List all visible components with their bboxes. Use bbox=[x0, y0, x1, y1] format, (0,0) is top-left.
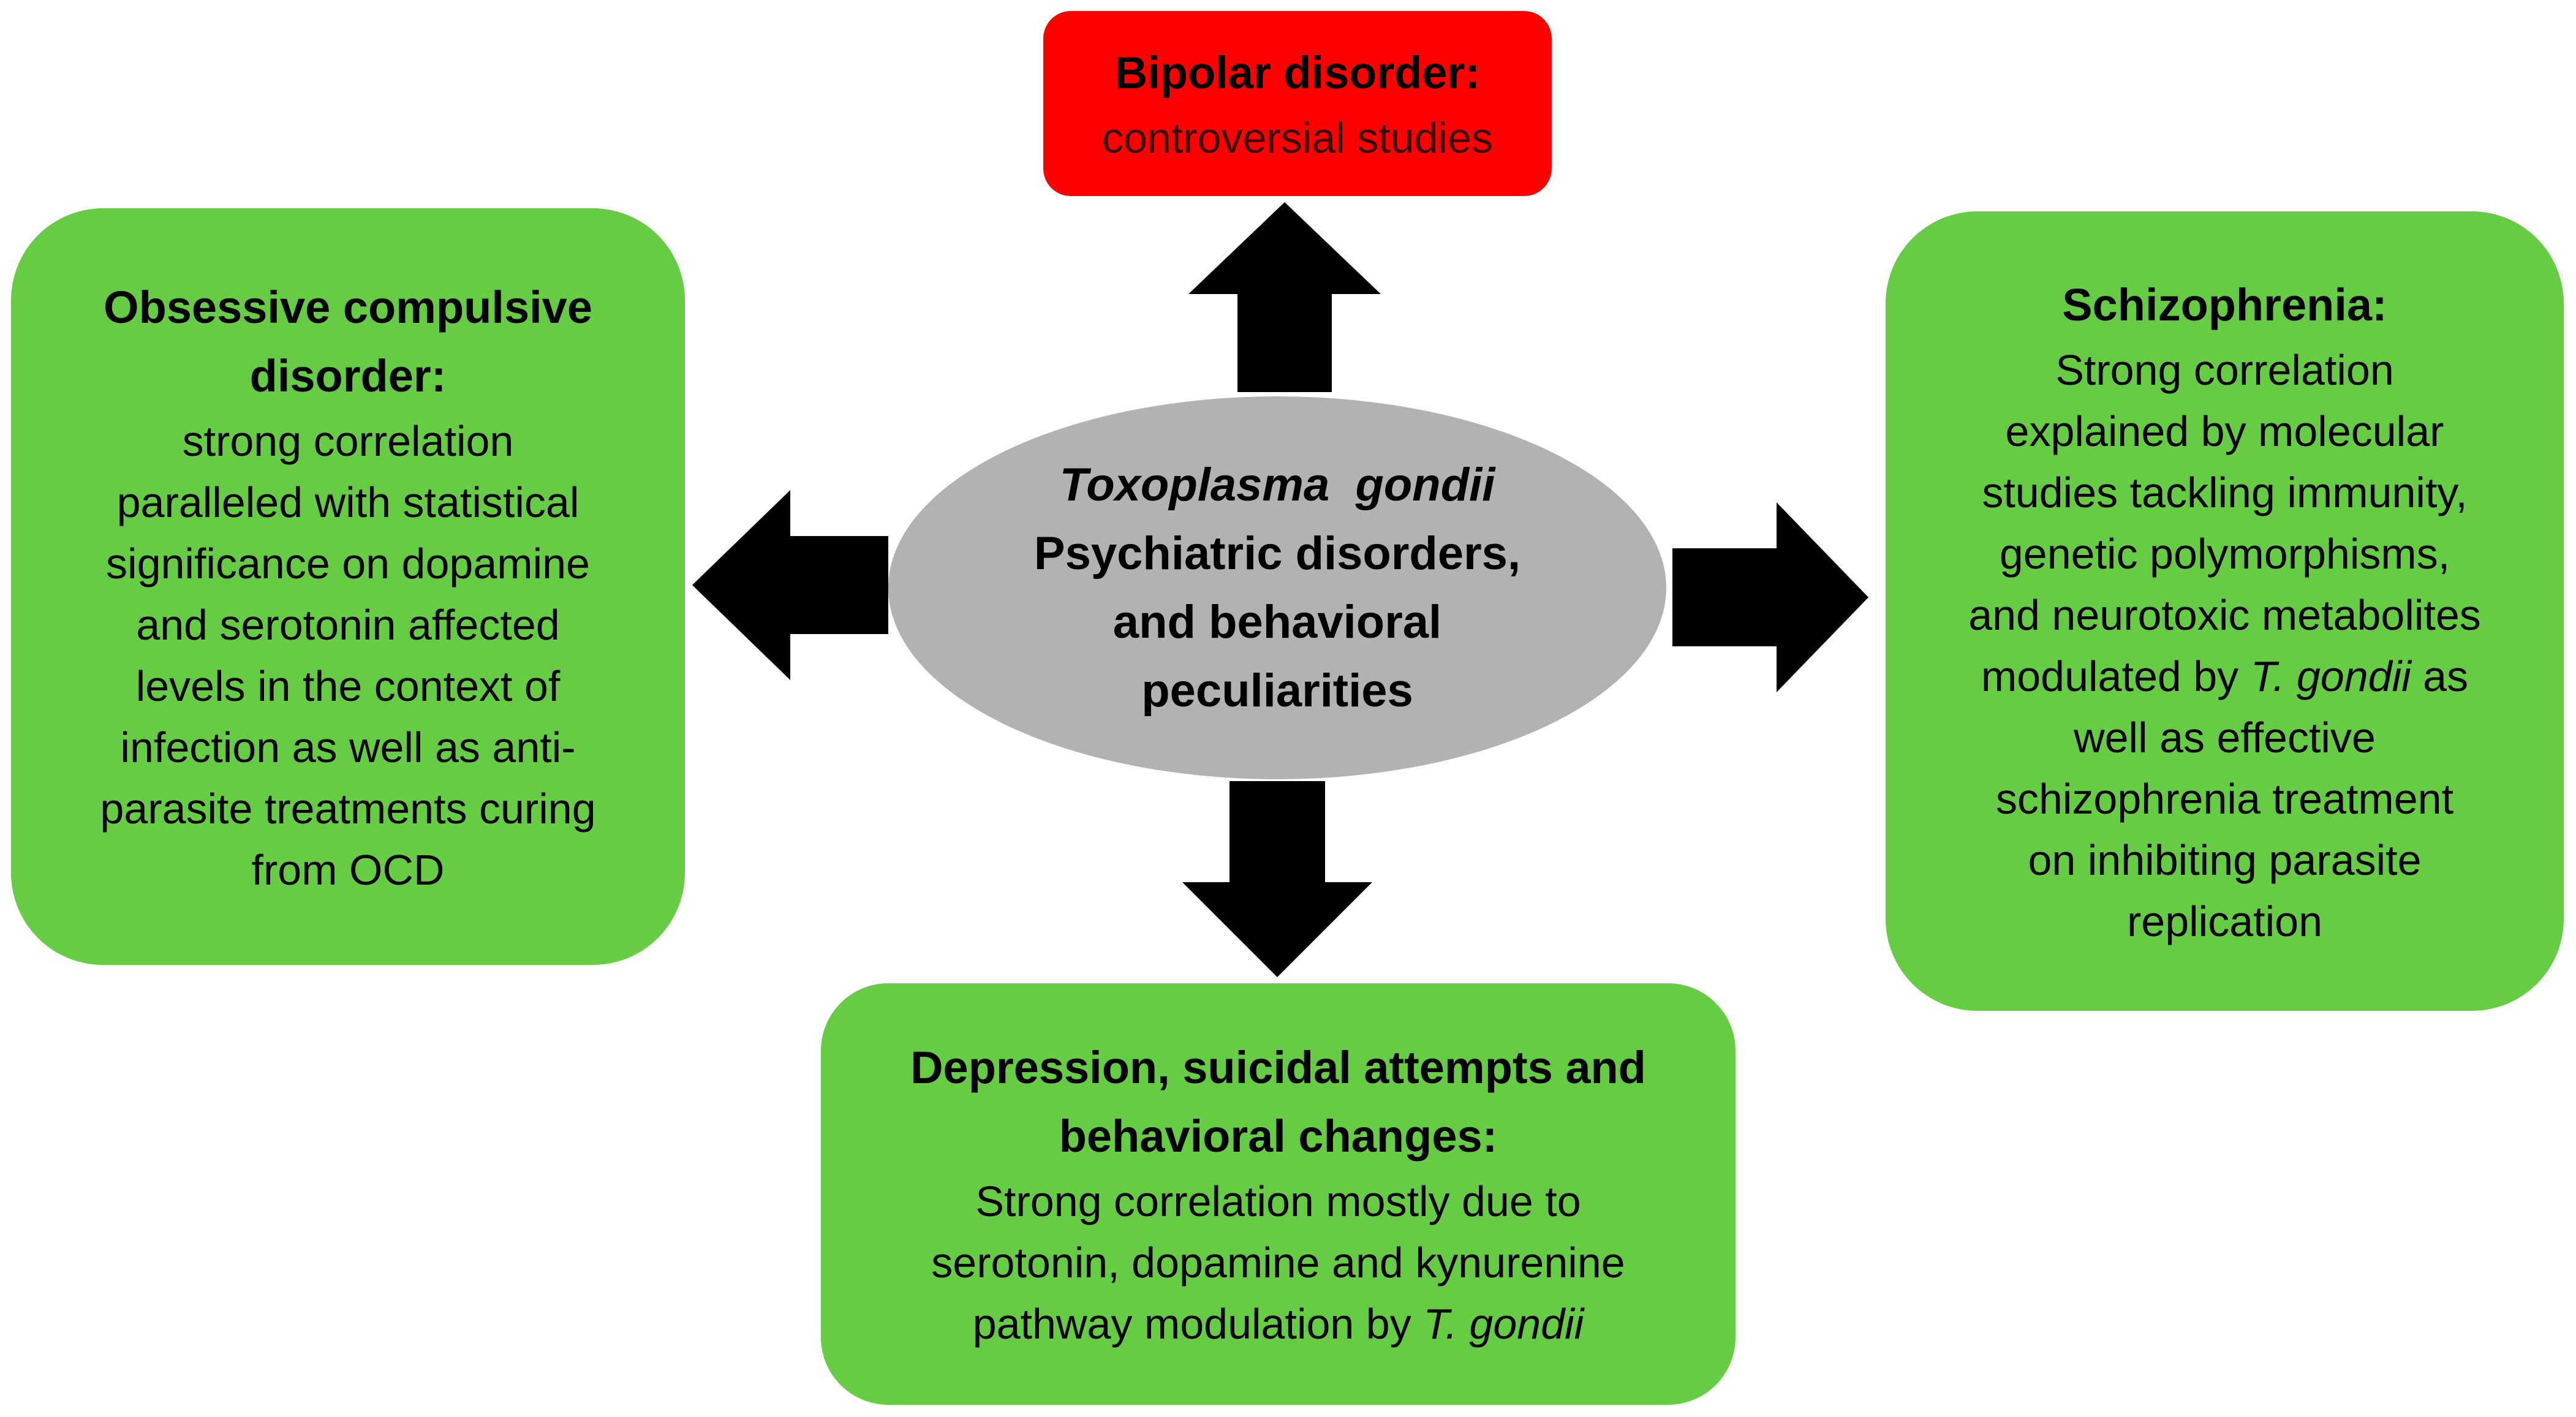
ocd-box: Obsessive compulsive disorder: strong co… bbox=[11, 208, 685, 965]
arrow-down bbox=[1182, 781, 1372, 977]
center-line: Psychiatric disorders, bbox=[1033, 527, 1521, 580]
arrow-left bbox=[692, 490, 888, 680]
center-line: and behavioral bbox=[1112, 595, 1442, 648]
schizophrenia-body-line: replication bbox=[2126, 897, 2323, 945]
ocd-body-line: levels in the context of bbox=[135, 662, 561, 710]
ocd-body-line: paralleled with statistical bbox=[116, 478, 580, 526]
ocd-body-line: parasite treatments curing bbox=[100, 784, 596, 833]
bipolar-box: Bipolar disorder: controversial studies bbox=[1043, 11, 1552, 196]
species-name: T. gondii bbox=[1423, 1300, 1584, 1348]
bipolar-body: controversial studies bbox=[1101, 114, 1494, 162]
depression-box: Depression, suicidal attempts and behavi… bbox=[821, 983, 1736, 1405]
ocd-title-line: Obsessive compulsive bbox=[104, 281, 592, 333]
ocd-body-line: infection as well as anti- bbox=[120, 723, 576, 771]
bipolar-title: Bipolar disorder: bbox=[1114, 47, 1481, 98]
depression-body-line-last: pathway modulation by T. gondii bbox=[973, 1293, 1584, 1355]
arrow-right bbox=[1672, 502, 1868, 692]
schizophrenia-body-line: and neurotoxic metabolites bbox=[1968, 591, 2481, 639]
schizophrenia-body-line: studies tackling immunity, bbox=[1982, 468, 2468, 516]
species-name: T. gondii bbox=[2250, 652, 2411, 700]
arrow-up bbox=[1188, 202, 1381, 392]
depression-title-line: behavioral changes: bbox=[1059, 1111, 1498, 1162]
center-organism: Toxoplasma gondii bbox=[1059, 458, 1495, 511]
ocd-body-line: significance on dopamine bbox=[106, 539, 590, 588]
last-prefix: pathway modulation by bbox=[972, 1300, 1424, 1348]
modulated-prefix: modulated by bbox=[1981, 652, 2251, 700]
schizophrenia-box: Schizophrenia: Strong correlation explai… bbox=[1886, 211, 2564, 1011]
schizophrenia-body-line: well as effective bbox=[2074, 713, 2376, 761]
schizophrenia-body-line: Strong correlation bbox=[2055, 346, 2394, 394]
depression-body-line: serotonin, dopamine and kynurenine bbox=[931, 1239, 1625, 1287]
schizophrenia-body-line: schizophrenia treatment bbox=[1995, 774, 2454, 823]
ocd-body-line: strong correlation bbox=[182, 417, 514, 465]
modulated-suffix: as bbox=[2411, 652, 2469, 700]
depression-body-line: Strong correlation mostly due to bbox=[975, 1177, 1581, 1225]
schizophrenia-body-line-modulated: modulated by T. gondii as bbox=[1981, 646, 2468, 707]
center-line: peculiarities bbox=[1141, 664, 1413, 717]
schizophrenia-body-line: on inhibiting parasite bbox=[2028, 836, 2422, 884]
center-ellipse: Toxoplasma gondii Psychiatric disorders,… bbox=[888, 396, 1666, 779]
schizophrenia-title: Schizophrenia: bbox=[2062, 279, 2387, 330]
ocd-title-line: disorder: bbox=[249, 350, 447, 401]
schizophrenia-body-line: explained by molecular bbox=[2005, 407, 2444, 455]
depression-title-line: Depression, suicidal attempts and bbox=[910, 1042, 1646, 1093]
ocd-body-line: and serotonin affected bbox=[136, 600, 560, 649]
ocd-body-line: from OCD bbox=[251, 845, 445, 894]
schizophrenia-body-line: genetic polymorphisms, bbox=[1999, 529, 2450, 578]
